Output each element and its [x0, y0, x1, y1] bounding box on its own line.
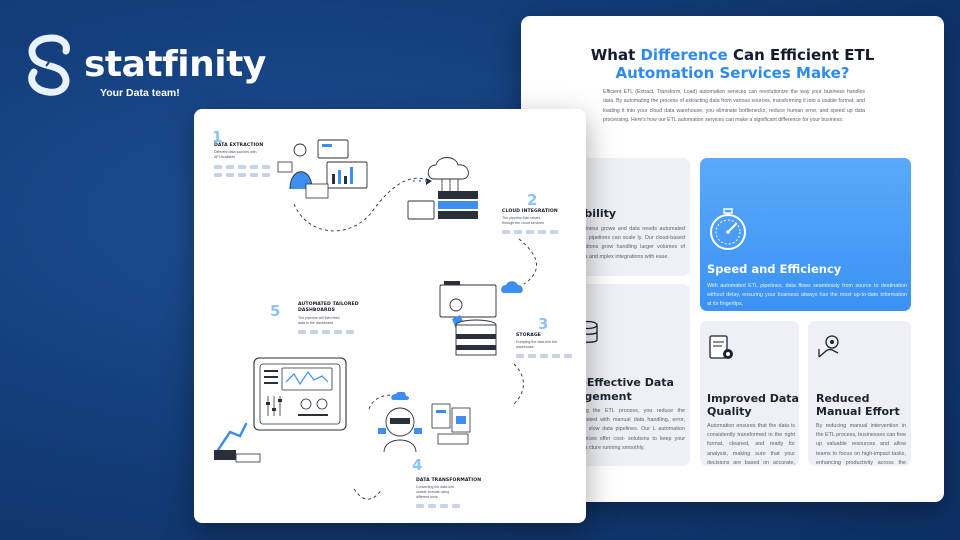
- step-4-tool-logos: [416, 504, 460, 508]
- tile-cost-text: ating the ETL process, you reduce the so…: [577, 408, 685, 451]
- step-2-cloud-logos: [502, 230, 558, 234]
- etl-pipeline-card: 1 DATA EXTRACTION Different data sources…: [194, 109, 586, 523]
- step-4-text-3: different tools.: [416, 495, 439, 499]
- tile-quality-text: Automation ensures that the data is cons…: [707, 423, 795, 466]
- tile-scalability: ability business grows and data needs au…: [577, 158, 690, 276]
- hand-gear-icon: [818, 335, 839, 358]
- tile-cost-title-1: t-Effective Data: [577, 376, 674, 389]
- tile-scalability-text: business grows and data needs automated …: [577, 226, 685, 260]
- tile-manual-effort: Reduced Manual Effort By reducing manual…: [808, 321, 911, 466]
- step-2-number: 2: [527, 191, 538, 209]
- step-3-text-2: warehouse: [516, 345, 534, 349]
- storage-illustration: [439, 281, 523, 356]
- step-4-number: 4: [412, 456, 423, 474]
- step-5-title-1: AUTOMATED TAILORED: [298, 302, 359, 307]
- brand-tagline: Your Data team!: [100, 87, 180, 99]
- stopwatch-icon: [710, 208, 746, 250]
- step-3-text-1: Dumping the data into the: [516, 340, 558, 344]
- step-1-text-1: Different data sources with: [214, 150, 257, 154]
- etl-benefits-card: What Difference Can Efficient ETL Automa…: [521, 16, 944, 502]
- headline-accent: Difference: [640, 46, 728, 64]
- headline-line2: Automation Services Make?: [615, 64, 850, 82]
- tile-data-quality: Improved Data Quality Automation ensures…: [700, 321, 799, 466]
- step-4-text-1: Converting the data into: [416, 485, 455, 489]
- step-3-number: 3: [538, 315, 549, 333]
- tile-manual-title-2: Manual Effort: [816, 405, 900, 418]
- tile-speed-efficiency: Speed and Efficiency With automated ETL …: [700, 158, 911, 311]
- step-5-title-2: DASHBOARDS: [298, 308, 336, 313]
- tile-scalability-title: ability: [577, 207, 617, 220]
- step-5-dashboard-logos: [298, 330, 354, 334]
- step-5-text-2: data to the dashboard: [298, 321, 333, 325]
- tile-quality-title-2: Quality: [707, 405, 752, 418]
- headline-part2: Can Efficient ETL: [732, 46, 875, 64]
- data-transformation-illustration: [378, 392, 471, 453]
- tile-speed-text: With automated ETL pipelines, data flows…: [707, 283, 907, 308]
- benefits-intro: Efficient ETL (Extract, Transform, Load)…: [603, 89, 865, 124]
- dashboard-illustration: [214, 357, 347, 463]
- document-gear-icon: [709, 335, 733, 359]
- step-4-title: DATA TRANSFORMATION: [416, 478, 482, 483]
- tile-speed-title: Speed and Efficiency: [707, 262, 842, 276]
- tile-manual-title-1: Reduced: [816, 392, 870, 405]
- infinity-s-logo-icon: [28, 34, 70, 96]
- step-5-number: 5: [270, 302, 281, 320]
- step-1-title: DATA EXTRACTION: [214, 143, 264, 148]
- step-1-source-logos: [214, 165, 270, 169]
- step-2-title: CLOUD INTEGRATION: [502, 209, 558, 214]
- step-3-warehouse-logos: [516, 354, 572, 358]
- step-2-text-2: through the cloud services: [502, 221, 544, 225]
- benefits-headline: What Difference Can Efficient ETL Automa…: [521, 46, 944, 82]
- tile-cost-effective: t-Effective Data agement ating the ETL p…: [577, 284, 690, 466]
- data-extraction-illustration: [277, 139, 368, 199]
- brand-wordmark: statfinity: [84, 44, 266, 85]
- headline-part1: What: [590, 46, 636, 64]
- tile-quality-title-1: Improved Data: [707, 392, 799, 405]
- cloud-integration-illustration: [407, 157, 478, 220]
- step-5-text-1: The pipeline will then feed: [298, 316, 340, 320]
- step-1-number: 1: [212, 128, 223, 146]
- step-1-text-2: API Available: [214, 155, 236, 159]
- tile-cost-title-2: agement: [577, 390, 632, 403]
- step-2-text-1: The pipeline that moves: [502, 216, 541, 220]
- step-3-title: STORAGE: [516, 333, 542, 338]
- brand-logo: statfinity Your Data team!: [22, 34, 266, 104]
- tile-manual-text: By reducing manual intervention in the E…: [816, 423, 906, 466]
- step-1-source-logos-2: [214, 173, 270, 177]
- step-4-text-2: usable formats using: [416, 490, 450, 494]
